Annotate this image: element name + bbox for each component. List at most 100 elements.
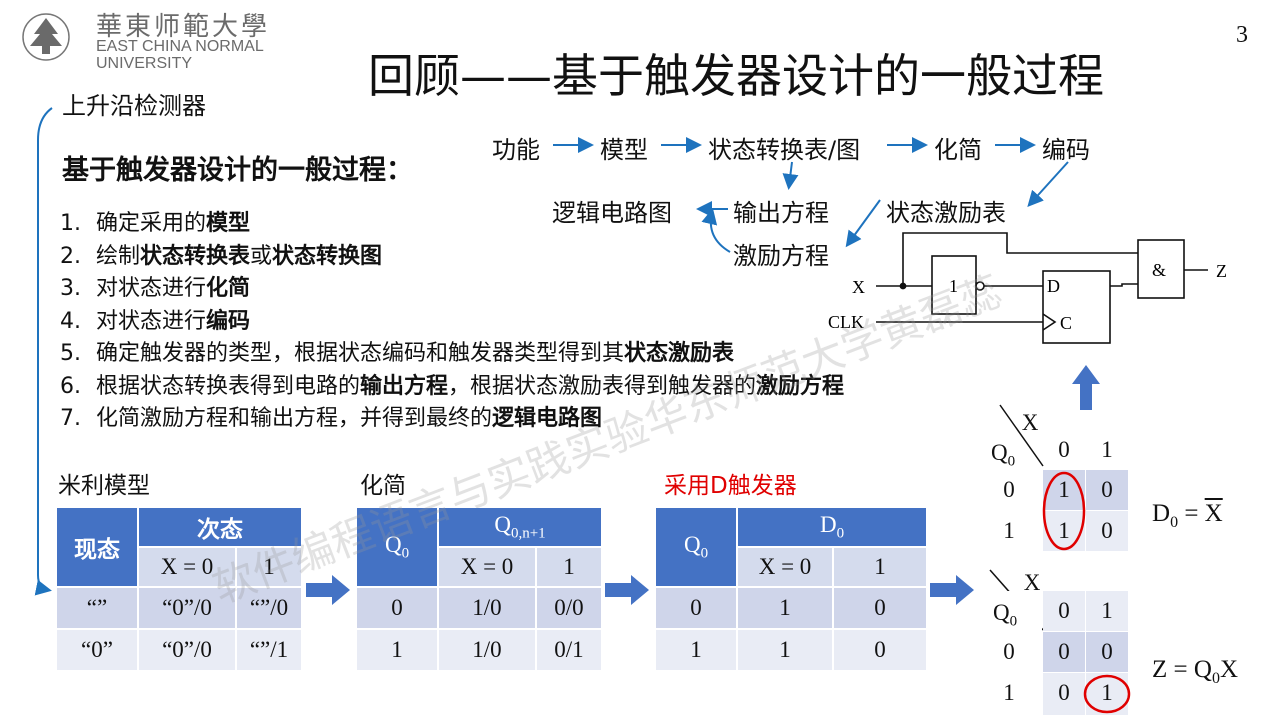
header-q0-next-main: Q xyxy=(494,511,511,537)
header-q0-main: Q xyxy=(683,531,701,557)
table-cell: 1 xyxy=(736,586,834,630)
right-arrow-icon xyxy=(306,575,350,605)
table-label-dff: 采用D触发器 xyxy=(664,473,797,499)
header-x0: X = 0 xyxy=(437,546,537,588)
table-cell: 0/1 xyxy=(535,628,603,672)
equation-z-lhs: Z xyxy=(1152,656,1168,683)
university-name-en-line2: UNIVERSITY xyxy=(96,55,193,72)
table-cell: 1 xyxy=(654,628,738,672)
up-arrow-icon xyxy=(1072,365,1100,410)
kmap-group-circle xyxy=(1042,471,1086,551)
header-q0: Q0 xyxy=(355,506,439,588)
circuit-label-clk: CLK xyxy=(828,312,864,332)
step-item: 3.对状态进行化简 xyxy=(60,273,844,306)
step-item: 7.化简激励方程和输出方程，并得到最终的逻辑电路图 xyxy=(60,403,844,436)
step-keyword: 状态转换图 xyxy=(272,243,383,269)
flow-node-excitation-eq: 激励方程 xyxy=(733,242,829,270)
kmap-cell: 0 xyxy=(1101,477,1113,502)
table-cell: “0”/0 xyxy=(137,628,237,672)
kmap-cell-bg xyxy=(1086,470,1128,510)
kmap-col-header: 1 xyxy=(1101,437,1113,462)
table-row: “0” “0”/0 “”/1 xyxy=(55,628,303,672)
circuit-label-x: X xyxy=(852,277,865,297)
equation-z-rhs-x: X xyxy=(1219,656,1239,683)
kmap-cell-bg xyxy=(988,591,1042,631)
table-row: 0 1 0 xyxy=(654,586,928,630)
simplified-state-table: Q0 Q0,n+1 X = 0 1 0 1/0 0/0 1 1/0 0/1 xyxy=(355,506,603,672)
section-heading: 基于触发器设计的一般过程： xyxy=(62,155,413,186)
university-name-en: EAST CHINA NORMAL UNIVERSITY xyxy=(96,38,264,72)
flow-node-excitation-table: 状态激励表 xyxy=(886,199,1006,227)
kmap-var-q0-main: Q xyxy=(992,600,1010,625)
step-text: 对状态进行 xyxy=(96,276,207,301)
step-number: 7. xyxy=(60,406,81,431)
table-cell: 0 xyxy=(832,586,928,630)
header-d0-main: D xyxy=(819,511,837,537)
step-text: ，根据状态激励表得到触发器的 xyxy=(448,373,757,399)
table-cell: 0/0 xyxy=(535,586,603,630)
step-number: 4. xyxy=(60,308,81,334)
kmap-cell-bg xyxy=(1086,511,1128,551)
kmap-row-header: 0 xyxy=(1003,477,1015,502)
kmap-var-q0-sub: 0 xyxy=(1007,453,1016,470)
flow-node-function: 功能 xyxy=(492,136,540,164)
header-q0-main: Q xyxy=(384,531,402,557)
kmap-cell-bg xyxy=(1086,591,1128,631)
kmap-group-circle xyxy=(1083,674,1131,714)
university-name-cn: 華東师範大學 xyxy=(96,12,271,42)
equation-z-rhs-sub: 0 xyxy=(1211,670,1220,687)
header-q0-sub: 0 xyxy=(401,545,410,562)
step-keyword: 状态转换表 xyxy=(140,243,251,269)
header-q0-next-sub: 0,n+1 xyxy=(510,525,546,542)
table-row: 0 1/0 0/0 xyxy=(355,586,603,630)
flow-arrow xyxy=(701,208,731,253)
table-cell: 1/0 xyxy=(437,628,537,672)
table-cell: 0 xyxy=(654,586,738,630)
flipflop-c-label: C xyxy=(1060,313,1072,333)
flow-node-logic-circuit: 逻辑电路图 xyxy=(552,199,672,227)
equation-d0: D0 = X xyxy=(1152,500,1223,531)
header-x1: 1 xyxy=(235,546,303,588)
table-cell: 1 xyxy=(736,628,834,672)
kmap-cell-bg xyxy=(1043,511,1085,551)
table-cell: 1 xyxy=(355,628,439,672)
equation-z-rhs-q: Q xyxy=(1193,656,1212,683)
table-cell: “0” xyxy=(55,628,139,672)
flipflop-d-label: D xyxy=(1047,276,1060,296)
kmap-var-x: X xyxy=(1021,410,1039,435)
table-cell: 1/0 xyxy=(437,586,537,630)
kmap-cell: 1 xyxy=(1058,518,1070,543)
step-keyword: 激励方程 xyxy=(756,373,845,399)
kmap-var-q0: Q0 xyxy=(985,600,1025,631)
kmap-cell: 0 xyxy=(1101,639,1113,664)
subtitle: 上升沿检测器 xyxy=(62,92,206,120)
flow-node-simplify: 化简 xyxy=(934,136,982,164)
kmap-col-header: 0 xyxy=(1058,598,1070,623)
not-gate-label: 1 xyxy=(949,276,958,296)
flow-arrow xyxy=(34,107,53,596)
kmap-row-header: 1 xyxy=(1003,680,1015,705)
header-next-state: 次态 xyxy=(137,506,303,548)
header-q0-sub: 0 xyxy=(700,545,709,562)
step-keyword: 输出方程 xyxy=(360,373,449,399)
kmap-cell-bg xyxy=(1086,632,1128,672)
step-number: 6. xyxy=(60,373,81,399)
header-x1: 1 xyxy=(832,546,928,588)
kmap-cell-bg xyxy=(1043,470,1085,510)
right-arrow-icon xyxy=(605,575,649,605)
flow-arrow xyxy=(782,161,799,190)
slide-title: 回顾——基于触发器设计的一般过程 xyxy=(368,49,1104,103)
flow-node-encode: 编码 xyxy=(1042,136,1090,164)
step-text: 根据状态转换表得到电路的 xyxy=(96,373,361,399)
clock-triangle xyxy=(1042,313,1057,331)
header-d0-sub: 0 xyxy=(836,525,845,542)
wire xyxy=(902,232,1138,286)
step-item: 6. 根据状态转换表得到电路的输出方程，根据状态激励表得到触发器的激励方程 xyxy=(60,371,844,404)
wire xyxy=(1110,283,1138,287)
kmap-diagonal xyxy=(999,404,1044,467)
step-keyword: 模型 xyxy=(206,211,251,236)
d-excitation-table: Q0 D0 X = 0 1 0 1 0 1 1 0 xyxy=(654,506,928,672)
